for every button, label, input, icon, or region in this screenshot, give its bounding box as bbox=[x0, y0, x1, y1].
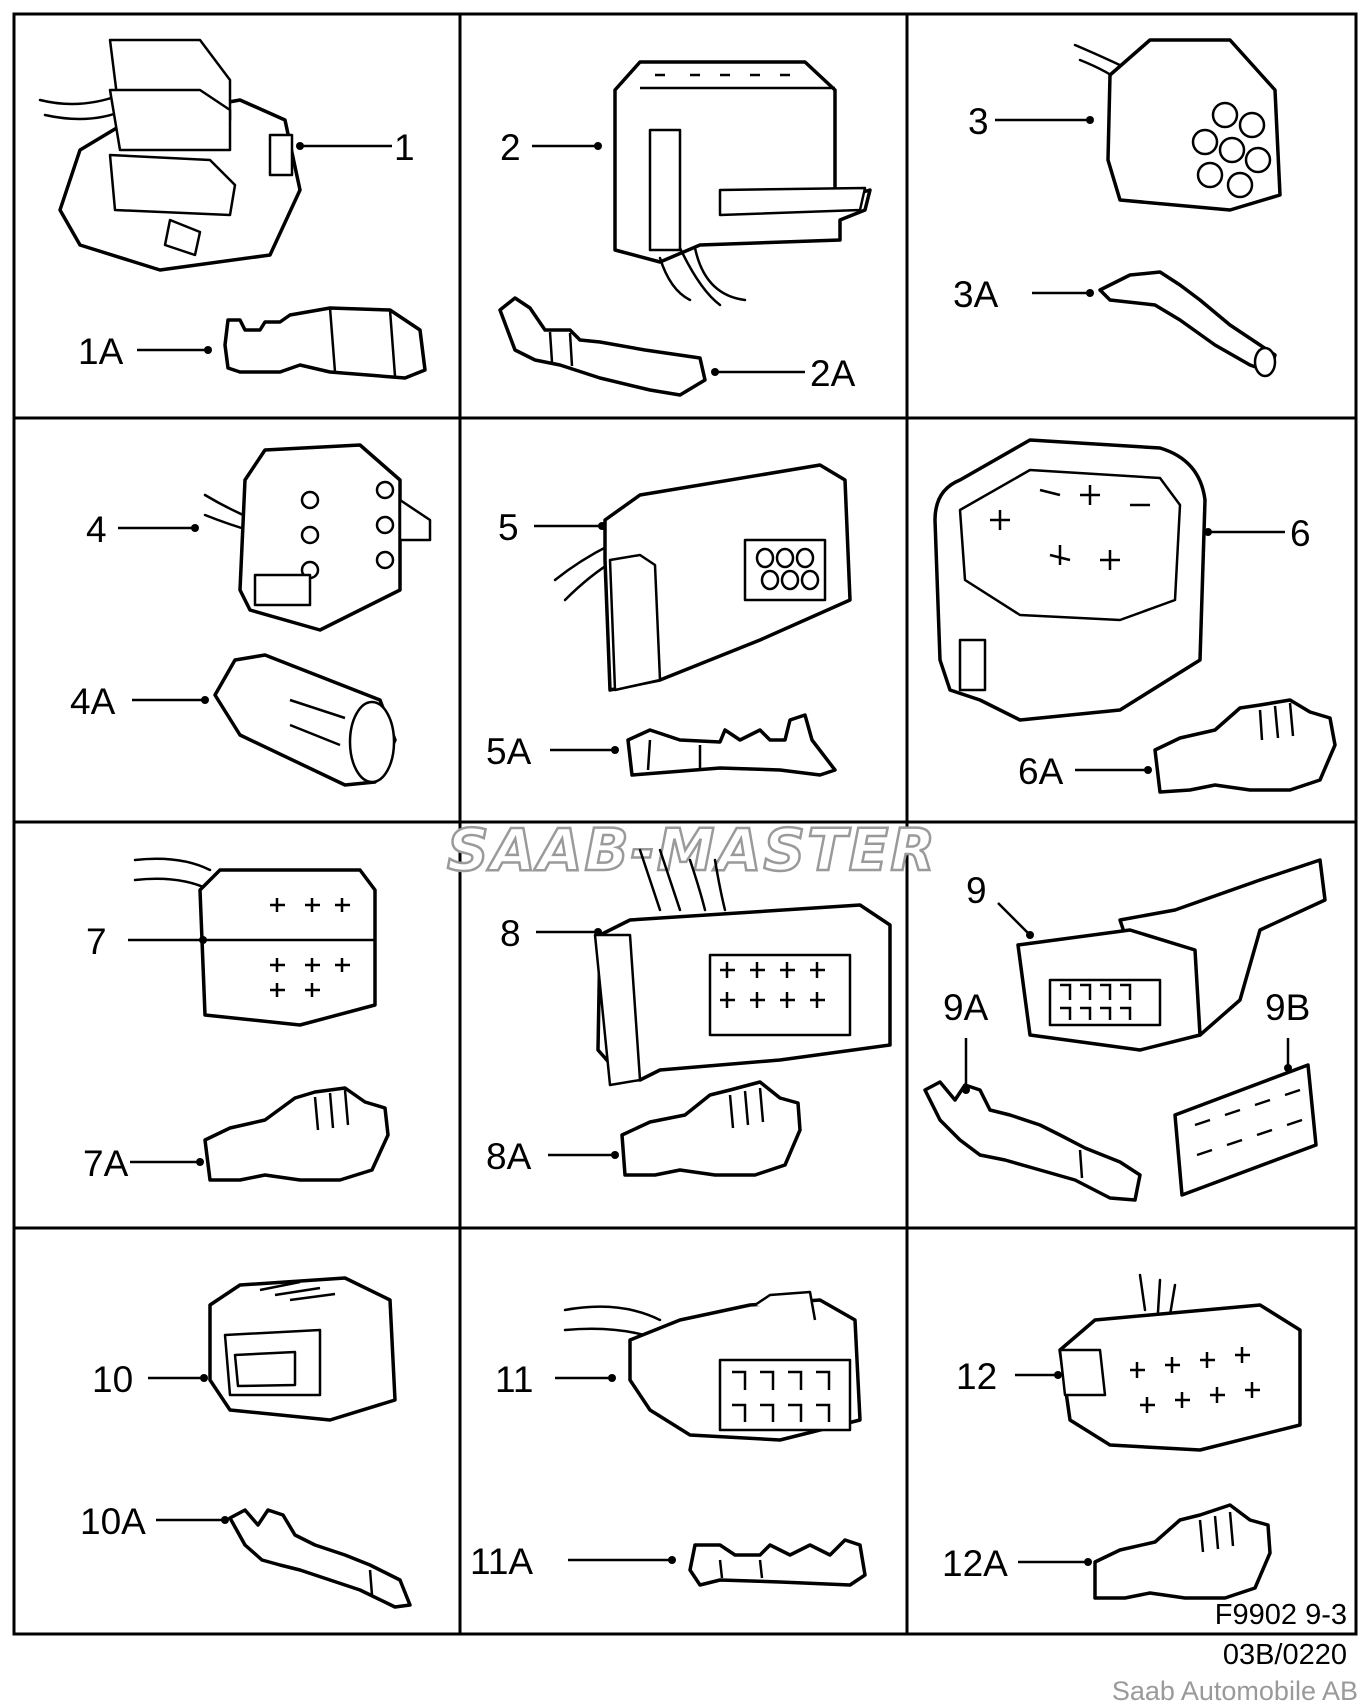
connector-9-drawing bbox=[1016, 858, 1327, 1052]
cell-12: 12 12A bbox=[942, 1273, 1302, 1600]
cell-6: 6 6A bbox=[933, 438, 1337, 794]
cell-7: 7 7A bbox=[83, 857, 390, 1184]
cell-9: 9 9A 9B bbox=[923, 858, 1327, 1202]
label-terminal-2A: 2A bbox=[810, 353, 856, 394]
connector-10-drawing bbox=[208, 1276, 397, 1422]
label-connector-12: 12 bbox=[956, 1356, 997, 1397]
cell-4: 4 4A bbox=[70, 443, 432, 787]
label-connector-3: 3 bbox=[968, 101, 989, 142]
label-connector-9: 9 bbox=[966, 870, 987, 911]
cell-10: 10 10A bbox=[80, 1276, 412, 1609]
label-connector-8: 8 bbox=[500, 913, 521, 954]
terminal-10A-drawing bbox=[228, 1508, 412, 1609]
cell-11: 11 11A bbox=[470, 1290, 867, 1587]
connector-2-drawing bbox=[613, 60, 872, 307]
label-terminal-3A: 3A bbox=[953, 274, 999, 315]
cell-2: 2 2A bbox=[498, 60, 872, 397]
connector-1-drawing bbox=[38, 38, 302, 272]
cell-3: 3 3A bbox=[953, 38, 1282, 378]
connector-5-drawing bbox=[553, 463, 852, 692]
connector-3-drawing bbox=[1073, 38, 1282, 212]
revision-code: 03B/0220 bbox=[1223, 1639, 1347, 1671]
terminal-1A-drawing bbox=[223, 306, 427, 380]
cell-5: 5 5A bbox=[486, 463, 852, 777]
label-terminal-12A: 12A bbox=[942, 1543, 1008, 1584]
label-terminal-8A: 8A bbox=[486, 1136, 532, 1177]
connector-11-drawing bbox=[563, 1290, 862, 1442]
label-connector-4: 4 bbox=[86, 509, 107, 550]
label-terminal-5A: 5A bbox=[486, 731, 532, 772]
connector-12-drawing bbox=[1058, 1273, 1302, 1452]
terminal-6A-drawing bbox=[1153, 698, 1337, 794]
label-connector-7: 7 bbox=[86, 921, 107, 962]
connector-4-drawing bbox=[203, 443, 432, 632]
label-connector-5: 5 bbox=[498, 507, 519, 548]
credit-line: Saab Automobile AB bbox=[1112, 1676, 1358, 1706]
label-terminal-9A: 9A bbox=[943, 987, 989, 1028]
label-terminal-7A: 7A bbox=[83, 1143, 129, 1184]
label-connector-1: 1 bbox=[394, 127, 415, 168]
connector-7-drawing bbox=[133, 857, 377, 1027]
connector-6-drawing bbox=[933, 438, 1207, 722]
label-connector-2: 2 bbox=[500, 127, 521, 168]
terminal-3A-drawing bbox=[1098, 270, 1277, 378]
terminal-12A-drawing bbox=[1093, 1503, 1272, 1600]
terminal-7A-drawing bbox=[203, 1086, 390, 1182]
label-part-9B: 9B bbox=[1265, 987, 1310, 1028]
terminal-5A-drawing bbox=[626, 713, 837, 777]
terminal-9A-drawing bbox=[923, 1080, 1142, 1202]
label-terminal-4A: 4A bbox=[70, 681, 116, 722]
label-terminal-10A: 10A bbox=[80, 1501, 146, 1542]
cell-8: 8 8A bbox=[486, 848, 892, 1177]
label-connector-6: 6 bbox=[1290, 513, 1311, 554]
label-terminal-6A: 6A bbox=[1018, 751, 1064, 792]
label-terminal-1A: 1A bbox=[78, 331, 124, 372]
label-terminal-11A: 11A bbox=[470, 1541, 533, 1582]
terminal-4A-drawing bbox=[213, 653, 397, 787]
figure-id: F9902 9-3 bbox=[1215, 1599, 1347, 1631]
terminal-8A-drawing bbox=[620, 1080, 802, 1177]
connector-8-drawing bbox=[593, 848, 892, 1087]
part-9B-drawing bbox=[1173, 1063, 1318, 1197]
terminal-2A-drawing bbox=[498, 296, 707, 397]
label-connector-10: 10 bbox=[92, 1359, 133, 1400]
cell-1: 1 1A bbox=[38, 38, 427, 380]
watermark: SAAB-MASTER bbox=[447, 816, 937, 884]
terminal-11A-drawing bbox=[688, 1538, 867, 1587]
label-connector-11: 11 bbox=[495, 1359, 533, 1400]
grid-frame bbox=[12, 12, 1358, 1636]
